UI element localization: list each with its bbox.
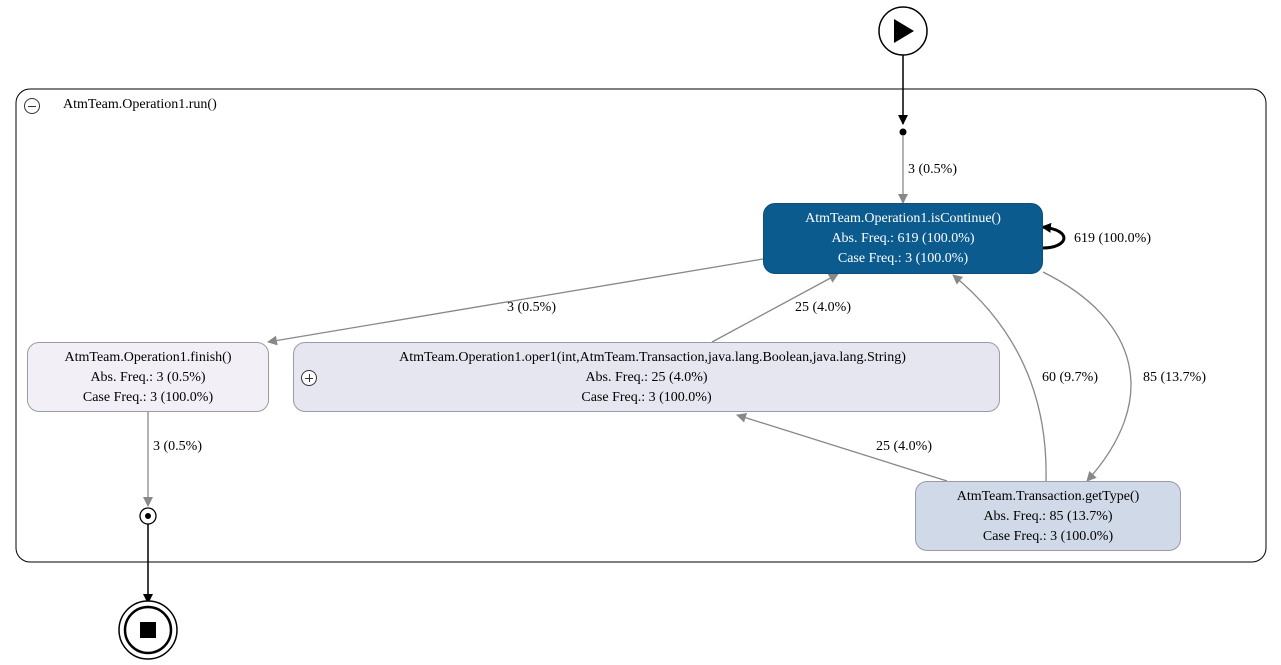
activity-gettype[interactable]: AtmTeam.Transaction.getType() Abs. Freq.…	[915, 481, 1181, 551]
edge-gettype-to-oper1	[736, 412, 948, 482]
edge-label-iscontinue-to-gettype: 85 (13.7%)	[1143, 370, 1206, 385]
edge-iscontinue-to-finish	[267, 258, 764, 346]
edge-iscontinue-self-loop	[1041, 222, 1066, 250]
collapse-minus-icon[interactable]	[24, 98, 40, 114]
activity-oper1-abs-freq: Abs. Freq.: 25 (4.0%)	[585, 370, 708, 385]
expand-plus-icon[interactable]	[301, 370, 317, 386]
activity-gettype-abs-freq: Abs. Freq.: 85 (13.7%)	[983, 509, 1113, 524]
edge-label-oper1-to-iscontinue: 25 (4.0%)	[795, 300, 851, 315]
activity-iscontinue-abs-freq: Abs. Freq.: 619 (100.0%)	[831, 231, 975, 246]
activity-iscontinue-name: AtmTeam.Operation1.isContinue()	[805, 211, 1001, 226]
end-event[interactable]	[118, 600, 178, 660]
edge-iscontinue-to-gettype	[1042, 271, 1132, 482]
edge-gettype-to-iscontinue	[952, 274, 1047, 482]
edge-label-start: 3 (0.5%)	[908, 162, 957, 177]
edge-label-self-loop: 619 (100.0%)	[1074, 231, 1151, 246]
stop-icon	[140, 622, 156, 638]
activity-oper1-name: AtmTeam.Operation1.oper1(int,AtmTeam.Tra…	[399, 350, 906, 365]
edge-label-gettype-to-iscontinue: 60 (9.7%)	[1042, 370, 1098, 385]
start-event[interactable]	[878, 6, 928, 56]
activity-finish-name: AtmTeam.Operation1.finish()	[64, 350, 232, 365]
activity-iscontinue[interactable]: AtmTeam.Operation1.isContinue() Abs. Fre…	[763, 203, 1043, 274]
edge-label-to-finish: 3 (0.5%)	[507, 300, 556, 315]
activity-finish-case-freq: Case Freq.: 3 (100.0%)	[82, 390, 214, 405]
activity-finish[interactable]: AtmTeam.Operation1.finish() Abs. Freq.: …	[27, 342, 269, 412]
activity-gettype-case-freq: Case Freq.: 3 (100.0%)	[982, 529, 1114, 544]
activity-iscontinue-case-freq: Case Freq.: 3 (100.0%)	[837, 251, 969, 266]
play-icon	[894, 19, 914, 43]
subprocess-cluster	[15, 88, 1267, 563]
inner-end-icon	[139, 507, 157, 525]
cluster-title: AtmTeam.Operation1.run()	[63, 97, 217, 112]
activity-gettype-name: AtmTeam.Transaction.getType()	[956, 489, 1140, 504]
edge-label-finish-to-end: 3 (0.5%)	[153, 439, 202, 454]
activity-oper1-case-freq: Case Freq.: 3 (100.0%)	[581, 390, 712, 405]
activity-finish-abs-freq: Abs. Freq.: 3 (0.5%)	[90, 370, 206, 385]
activity-oper1[interactable]: AtmTeam.Operation1.oper1(int,AtmTeam.Tra…	[293, 342, 1000, 412]
edge-label-gettype-to-oper1: 25 (4.0%)	[876, 439, 932, 454]
edge-oper1-to-iscontinue	[711, 273, 839, 343]
entry-point	[899, 128, 907, 136]
